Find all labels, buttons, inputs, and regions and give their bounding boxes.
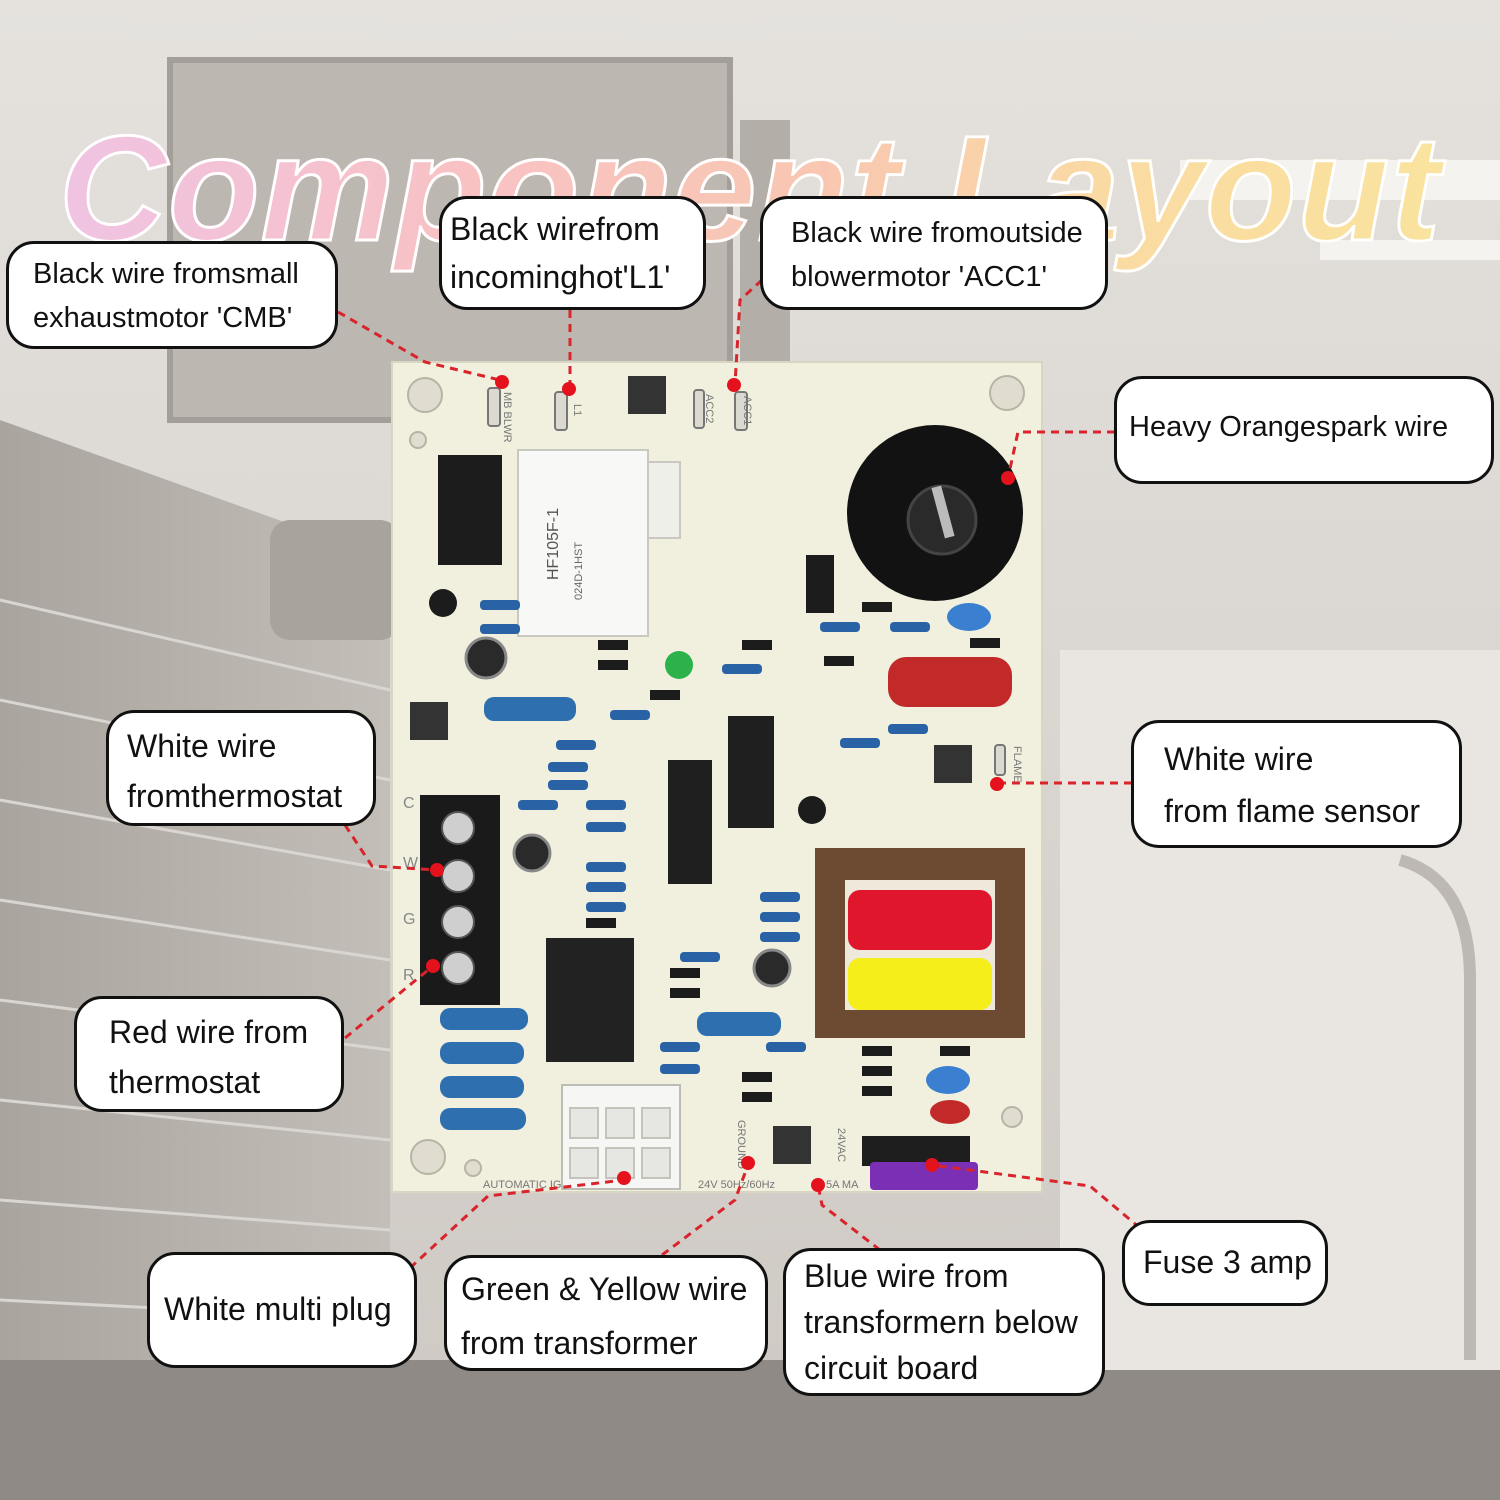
electrolytic-cap-2 [512, 833, 552, 873]
callout-fuse-line1: Fuse 3 amp [1143, 1244, 1312, 1280]
terminal-label-w: W [403, 855, 419, 872]
triac [806, 555, 834, 613]
left-wall [0, 420, 390, 1500]
ceiling-light [1180, 160, 1500, 200]
status-led [665, 651, 693, 679]
callout-thermostat-white: White wire fromthermostat [106, 710, 376, 826]
ic-chip-2 [668, 760, 712, 884]
spark-terminal [931, 485, 955, 539]
callout-spark-line1: Heavy Orangespark wire [1129, 411, 1449, 443]
silk-24vac: 24VAC [835, 1128, 847, 1162]
terminal-label-r: R [403, 967, 415, 984]
silk-flame: FLAME [1011, 746, 1023, 783]
silk-fuse-rating: 5A MA [826, 1179, 859, 1191]
callout-cmb-line1: Black wire fromsmall [33, 258, 299, 290]
silk-l1: L1 [571, 404, 583, 416]
ceramic-cap-2 [926, 1066, 970, 1094]
callout-spark: Heavy Orangespark wire [1114, 376, 1494, 484]
transformer-yellow-coil [848, 958, 992, 1010]
callout-acc1-line2: blowermotor 'ACC1' [791, 261, 1048, 293]
film-capacitor [888, 657, 1012, 707]
terminal-label-c: C [403, 795, 415, 812]
fuse-holder [862, 1136, 970, 1166]
callout-cmb: Black wire fromsmall exhaustmotor 'CMB' [6, 241, 338, 349]
callout-fuse: Fuse 3 amp [1122, 1220, 1328, 1306]
callout-ground-line2: from transformer [461, 1325, 698, 1361]
callout-blue-line1: Blue wire from [804, 1258, 1009, 1294]
electrolytic-cap-1 [464, 636, 508, 680]
square-pads [410, 376, 972, 1164]
callout-blue-line3: circuit board [804, 1350, 979, 1386]
relay-tab [647, 461, 681, 539]
callout-ground: Green & Yellow wire from transformer [444, 1255, 768, 1371]
silk-ground: GROUND [735, 1120, 747, 1169]
silk-acc2: ACC2 [703, 394, 715, 423]
small-relay [438, 455, 502, 565]
ic-chip-1 [728, 716, 774, 828]
silk-automatic: AUTOMATIC IG [483, 1179, 561, 1191]
callout-flame-line2: from flame sensor [1164, 793, 1421, 829]
callout-acc1-line1: Black wire fromoutside [791, 217, 1083, 249]
main-relay [517, 449, 649, 637]
callout-multiplug-line1: White multi plug [164, 1291, 392, 1327]
callout-thermostat-red-line1: Red wire from [109, 1014, 309, 1050]
power-resistors [440, 697, 781, 1130]
callout-flame: White wire from flame sensor [1131, 720, 1462, 848]
electrolytic-cap-3 [752, 948, 792, 988]
exhaust-pipe [270, 520, 400, 640]
callout-thermostat-white-line2: fromthermostat [127, 778, 343, 814]
mounting-holes [407, 375, 1025, 1177]
transistor-2 [798, 796, 826, 824]
ceramic-cap-1 [947, 603, 991, 631]
floor [0, 1360, 1500, 1500]
transformer-red-coil [848, 890, 992, 950]
fuse [870, 1162, 978, 1190]
small-resistors [480, 600, 930, 1074]
callout-ground-line1: Green & Yellow wire [461, 1271, 748, 1307]
callout-l1-line1: Black wirefrom [450, 211, 660, 247]
relay-model: HF105F-1 [545, 508, 562, 580]
terminal-label-g: G [403, 911, 415, 928]
callout-thermostat-red-line2: thermostat [109, 1064, 261, 1100]
silk-voltage: 24V 50Hz/60Hz [698, 1179, 775, 1191]
callout-blue-line2: transformern below [804, 1304, 1078, 1340]
ceiling-light-2 [1320, 240, 1500, 260]
callout-flame-line1: White wire [1164, 741, 1314, 777]
terminal-screws [441, 811, 475, 985]
callout-cmb-line2: exhaustmotor 'CMB' [33, 302, 293, 334]
relay-spec: 024D-1HST [573, 542, 585, 600]
callout-thermostat-white-line1: White wire [127, 728, 277, 764]
callout-acc1: Black wire fromoutside blowermotor 'ACC1… [760, 196, 1108, 310]
conduit-pipe [1398, 854, 1476, 1360]
callout-l1: Black wirefrom incominghot'L1' [439, 196, 706, 310]
ceramic-cap-3 [930, 1100, 970, 1124]
silk-blwr: MB BLWR [501, 392, 513, 443]
callout-thermostat-red: Red wire from thermostat [74, 996, 344, 1112]
callout-l1-line2: incominghot'L1' [450, 259, 671, 295]
lower-relay [546, 938, 634, 1062]
callout-multiplug: White multi plug [147, 1252, 417, 1368]
diodes [586, 602, 1000, 1102]
plug-pins [569, 1107, 671, 1179]
silk-acc1: ACC1 [741, 396, 753, 425]
top-terminals [487, 387, 1006, 776]
callout-blue: Blue wire from transformern below circui… [783, 1248, 1105, 1396]
transistor-1 [429, 589, 457, 617]
